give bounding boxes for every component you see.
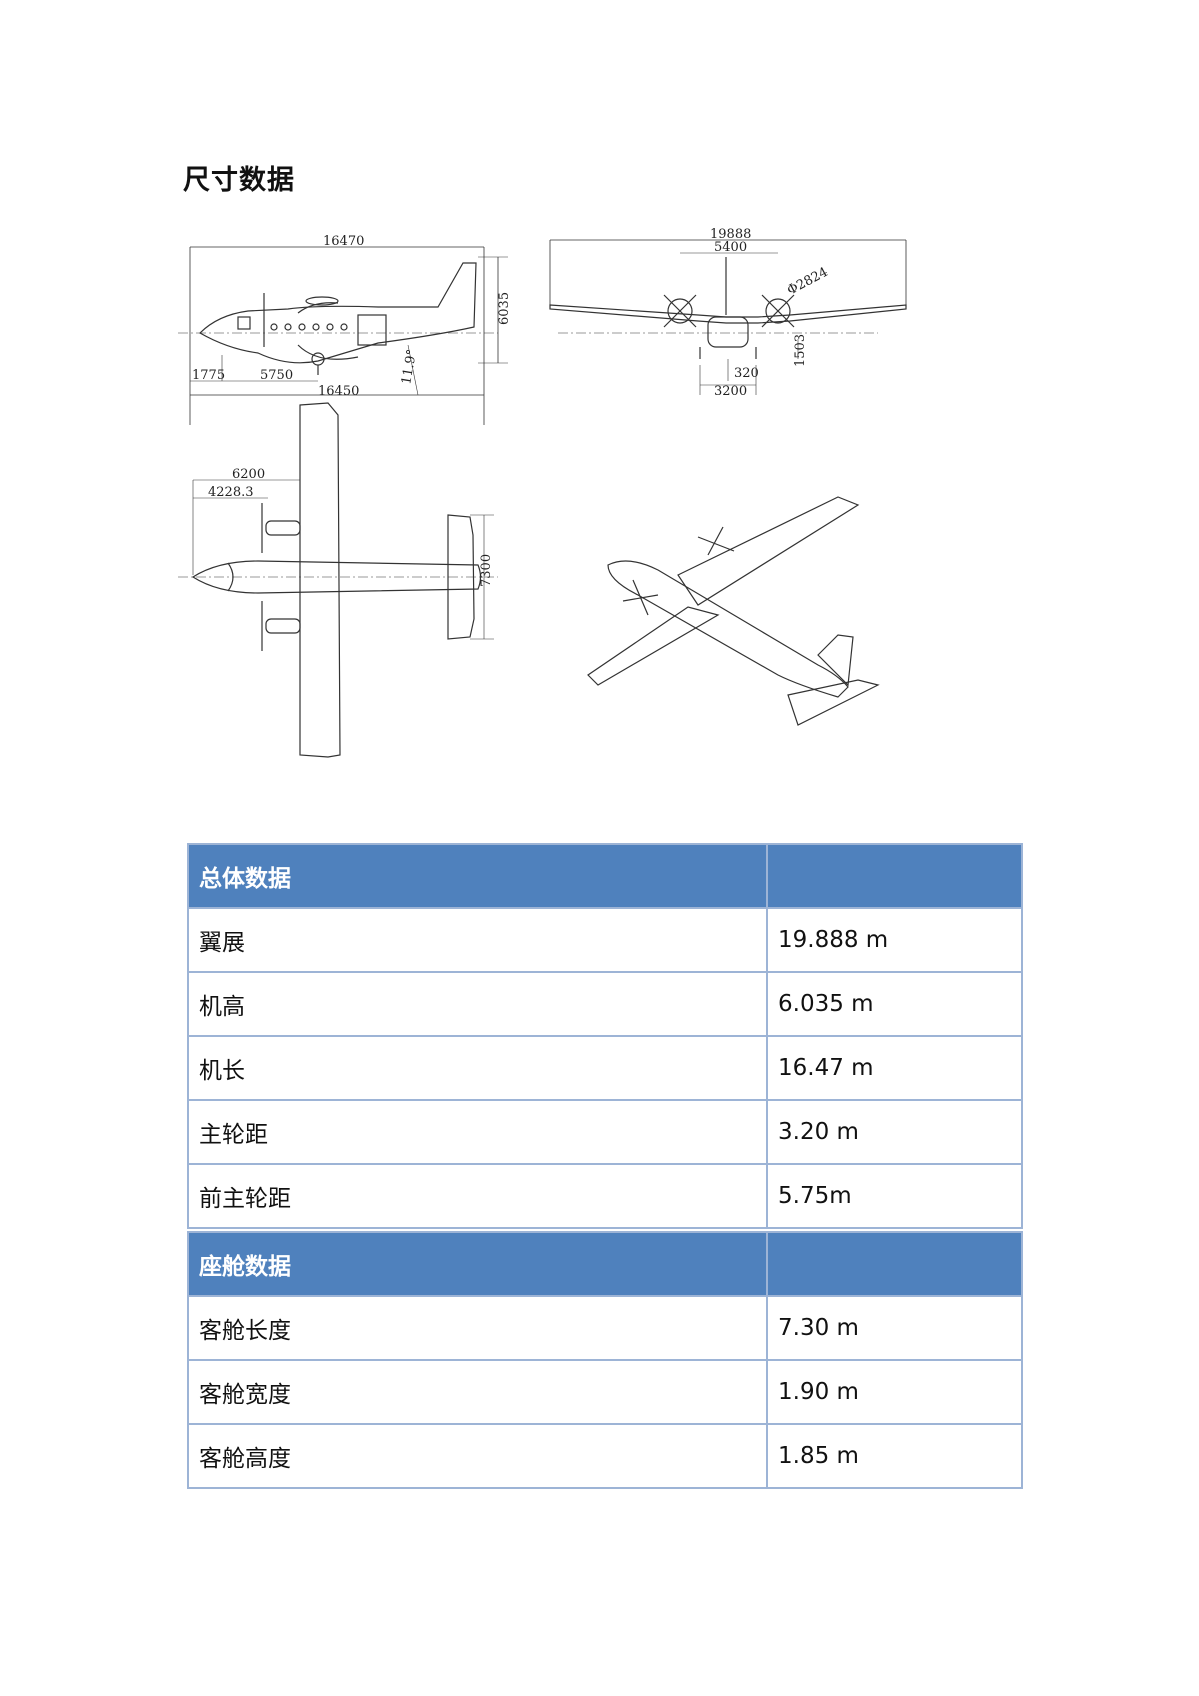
side-length-label: 16470 <box>323 234 364 249</box>
table-row: 客舱宽度 1.90 m <box>187 1359 1023 1425</box>
table-header-row: 总体数据 <box>187 843 1023 909</box>
row-label: 机长 <box>187 1035 768 1101</box>
table-row: 翼展 19.888 m <box>187 907 1023 973</box>
row-label: 机高 <box>187 971 768 1037</box>
side-view: 16470 6035 1775 5750 11.9° 16450 <box>178 234 512 425</box>
aircraft-three-view-drawing: 16470 6035 1775 5750 11.9° 16450 <box>178 227 1028 835</box>
row-label: 翼展 <box>187 907 768 973</box>
top-tail-span-label: 7300 <box>479 554 494 587</box>
table-row: 客舱长度 7.30 m <box>187 1295 1023 1361</box>
row-label: 客舱长度 <box>187 1295 768 1361</box>
front-view: 19888 5400 Φ2824 1503 320 3200 <box>549 227 907 399</box>
spec-table: 总体数据 翼展 19.888 m 机高 6.035 m 机长 16.47 m 主… <box>187 843 1023 1489</box>
side-nose-gear-label: 1775 <box>192 368 225 383</box>
section-header-general: 总体数据 <box>187 843 768 909</box>
row-value: 6.035 m <box>766 971 1023 1037</box>
side-ground-length-label: 16450 <box>318 384 359 399</box>
section-header-cabin: 座舱数据 <box>187 1231 768 1297</box>
side-height-label: 6035 <box>497 292 512 325</box>
row-label: 主轮距 <box>187 1099 768 1165</box>
front-span-label: 19888 <box>710 227 751 242</box>
isometric-view <box>587 496 880 726</box>
row-value: 3.20 m <box>766 1099 1023 1165</box>
row-label: 客舱高度 <box>187 1423 768 1489</box>
row-value: 1.85 m <box>766 1423 1023 1489</box>
front-clearance-label: 1503 <box>793 334 808 367</box>
table-row: 前主轮距 5.75m <box>187 1163 1023 1229</box>
front-prop-diameter-label: Φ2824 <box>785 265 831 299</box>
table-row: 主轮距 3.20 m <box>187 1099 1023 1165</box>
top-nose-wing-label: 6200 <box>232 467 265 482</box>
top-view: 6200 4228.3 7300 <box>178 402 498 758</box>
table-separator <box>188 1228 1022 1232</box>
row-label: 客舱宽度 <box>187 1359 768 1425</box>
table-row: 机高 6.035 m <box>187 971 1023 1037</box>
separator-cell <box>188 1228 1022 1232</box>
side-gear-base-label: 5750 <box>260 368 293 383</box>
top-nose-engine-label: 4228.3 <box>208 485 254 500</box>
row-value: 7.30 m <box>766 1295 1023 1361</box>
front-engine-spacing-label: 5400 <box>714 240 747 255</box>
page-title: 尺寸数据 <box>183 165 295 196</box>
table-header-row: 座舱数据 <box>187 1231 1023 1297</box>
row-value: 19.888 m <box>766 907 1023 973</box>
side-angle-label: 11.9° <box>399 348 420 386</box>
section-header-empty-cell <box>766 843 1023 909</box>
row-label: 前主轮距 <box>187 1163 768 1229</box>
table-row: 机长 16.47 m <box>187 1035 1023 1101</box>
row-value: 5.75m <box>766 1163 1023 1229</box>
section-header-empty-cell <box>766 1231 1023 1297</box>
row-value: 16.47 m <box>766 1035 1023 1101</box>
table-row: 客舱高度 1.85 m <box>187 1423 1023 1489</box>
front-track-label: 3200 <box>714 384 747 399</box>
row-value: 1.90 m <box>766 1359 1023 1425</box>
front-gear-width-label: 320 <box>734 366 759 381</box>
